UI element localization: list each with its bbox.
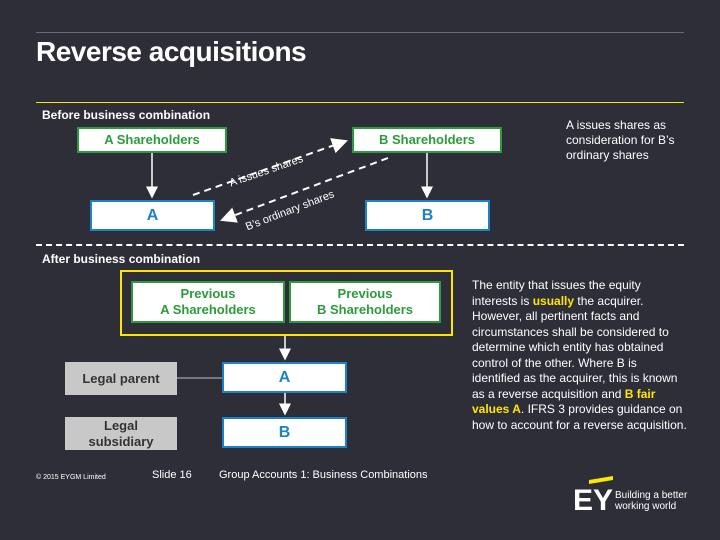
prev-b-line1: Previous	[337, 285, 393, 301]
prev-b-line2: B Shareholders	[316, 302, 414, 317]
tagline: Building a better working world	[615, 490, 687, 512]
entity-a-box: A	[90, 200, 215, 231]
explanation-part3: . IFRS 3 provides guidance on how to acc…	[472, 402, 687, 432]
before-note: A issues shares as consideration for B’s…	[566, 118, 675, 162]
slide-number: Slide 16	[152, 469, 192, 481]
tagline-line1: Building a better	[615, 490, 688, 501]
legal-sub-line1: Legal	[104, 417, 138, 433]
explanation-text: The entity that issues the equity intere…	[472, 278, 687, 433]
ordinary-shares-arrow	[220, 157, 389, 223]
top-rule	[36, 32, 684, 33]
explanation-highlight-fair-values: B fair values A	[472, 386, 656, 417]
issue-shares-arrow	[192, 138, 348, 196]
after-label: After business combination	[42, 252, 201, 266]
tagline-line2: working world	[615, 501, 677, 512]
prev-a-line2: A Shareholders	[160, 302, 256, 317]
ey-logo: EY	[573, 476, 615, 517]
explanation-highlight-usually: usually	[532, 293, 575, 308]
logo-text: EY	[573, 484, 613, 512]
section-rule-before	[36, 102, 684, 103]
course-title: Group Accounts 1: Business Combinations	[219, 469, 428, 481]
logo-beam-icon	[589, 476, 613, 484]
entity-b-box: B	[365, 200, 490, 231]
copyright: © 2015 EYGM Limited	[36, 474, 106, 481]
after-entity-b-box: B	[222, 417, 347, 448]
b-shareholders-box: B Shareholders	[352, 127, 502, 153]
shareholders-group-box	[120, 270, 453, 336]
a-shareholders-box: A Shareholders	[77, 127, 227, 153]
before-label: Before business combination	[42, 108, 211, 122]
explanation-part1: The entity that issues the equity intere…	[472, 278, 641, 308]
legal-parent-label: Legal parent	[65, 362, 177, 395]
explanation-part2: the acquirer. However, all pertinent fac…	[472, 293, 678, 401]
slide-title: Reverse acquisitions	[36, 36, 307, 67]
legal-sub-line2: subsidiary	[88, 433, 154, 449]
before-arrows	[146, 138, 433, 223]
prev-a-line1: Previous	[180, 285, 236, 301]
section-divider	[36, 244, 684, 246]
after-arrows	[177, 336, 291, 416]
after-entity-a-box: A	[222, 362, 347, 393]
